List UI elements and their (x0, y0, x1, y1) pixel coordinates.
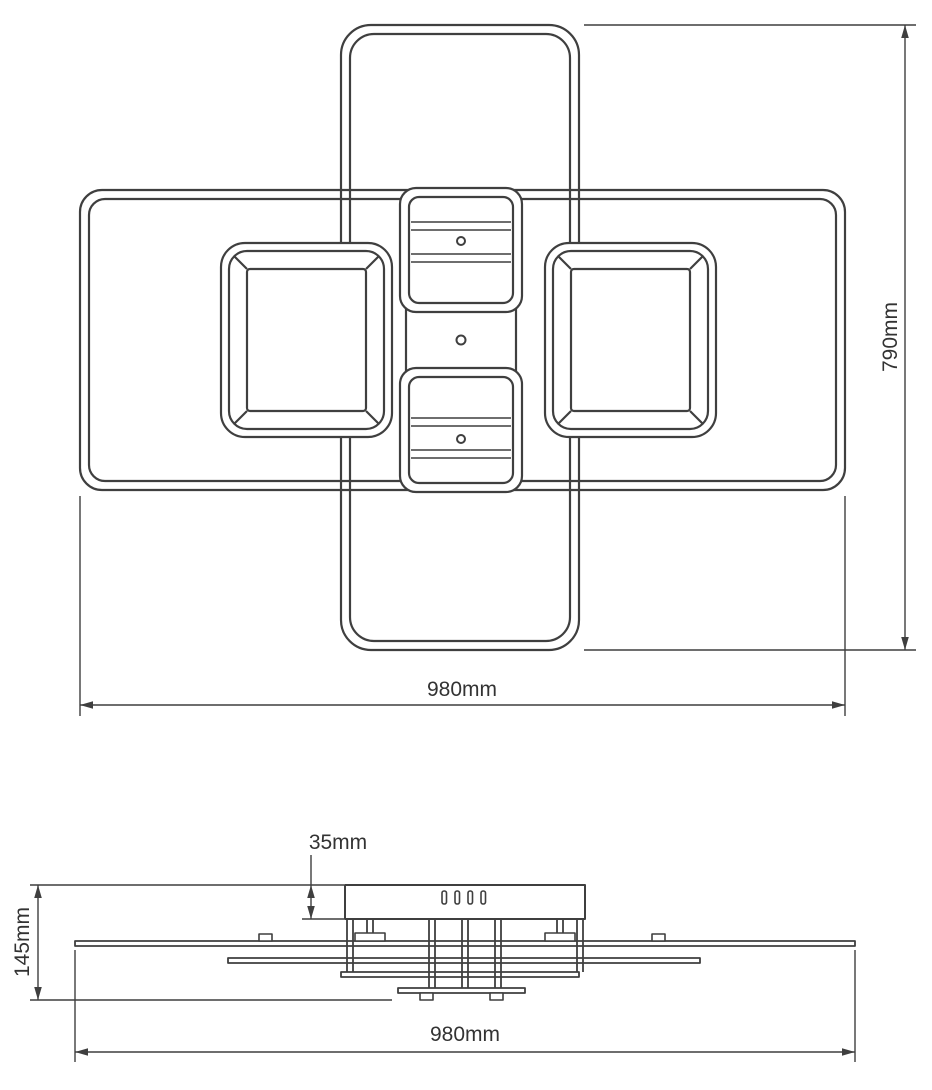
right-medium-frame (543, 241, 718, 439)
dimension-canopy-35 (30, 855, 344, 920)
top-view (78, 23, 847, 652)
side-view-dimensions (30, 855, 856, 1062)
dim-label-980mm-top: 980mm (427, 678, 497, 701)
side-plate-inner (340, 971, 580, 978)
screw-hole-bottom (456, 434, 466, 444)
screw-hole-center (455, 334, 467, 346)
left-medium-frame (219, 241, 394, 439)
small-square-top (398, 186, 524, 314)
side-view (74, 884, 856, 1001)
side-plate-medium (227, 957, 701, 964)
dim-label-980mm-side: 980mm (430, 1023, 500, 1046)
small-square-bottom (398, 366, 524, 494)
dimension-height-790 (584, 24, 916, 651)
dimension-width-980-top (79, 496, 846, 716)
dim-label-145mm: 145mm (11, 907, 34, 977)
dimension-width-980-side (74, 950, 856, 1062)
canopy (344, 884, 586, 920)
top-view-dimensions (79, 24, 916, 716)
side-brackets (258, 932, 666, 1001)
foot-left (419, 992, 434, 1001)
dimension-height-145 (30, 885, 392, 1001)
central-column (398, 186, 524, 494)
dim-label-790mm: 790mm (879, 302, 902, 372)
canopy-slots (441, 890, 487, 905)
dim-label-35mm: 35mm (309, 831, 367, 854)
side-plate-small (397, 987, 526, 994)
foot-right (489, 992, 504, 1001)
screw-hole-top (456, 236, 466, 246)
side-plate-wide (74, 940, 856, 947)
